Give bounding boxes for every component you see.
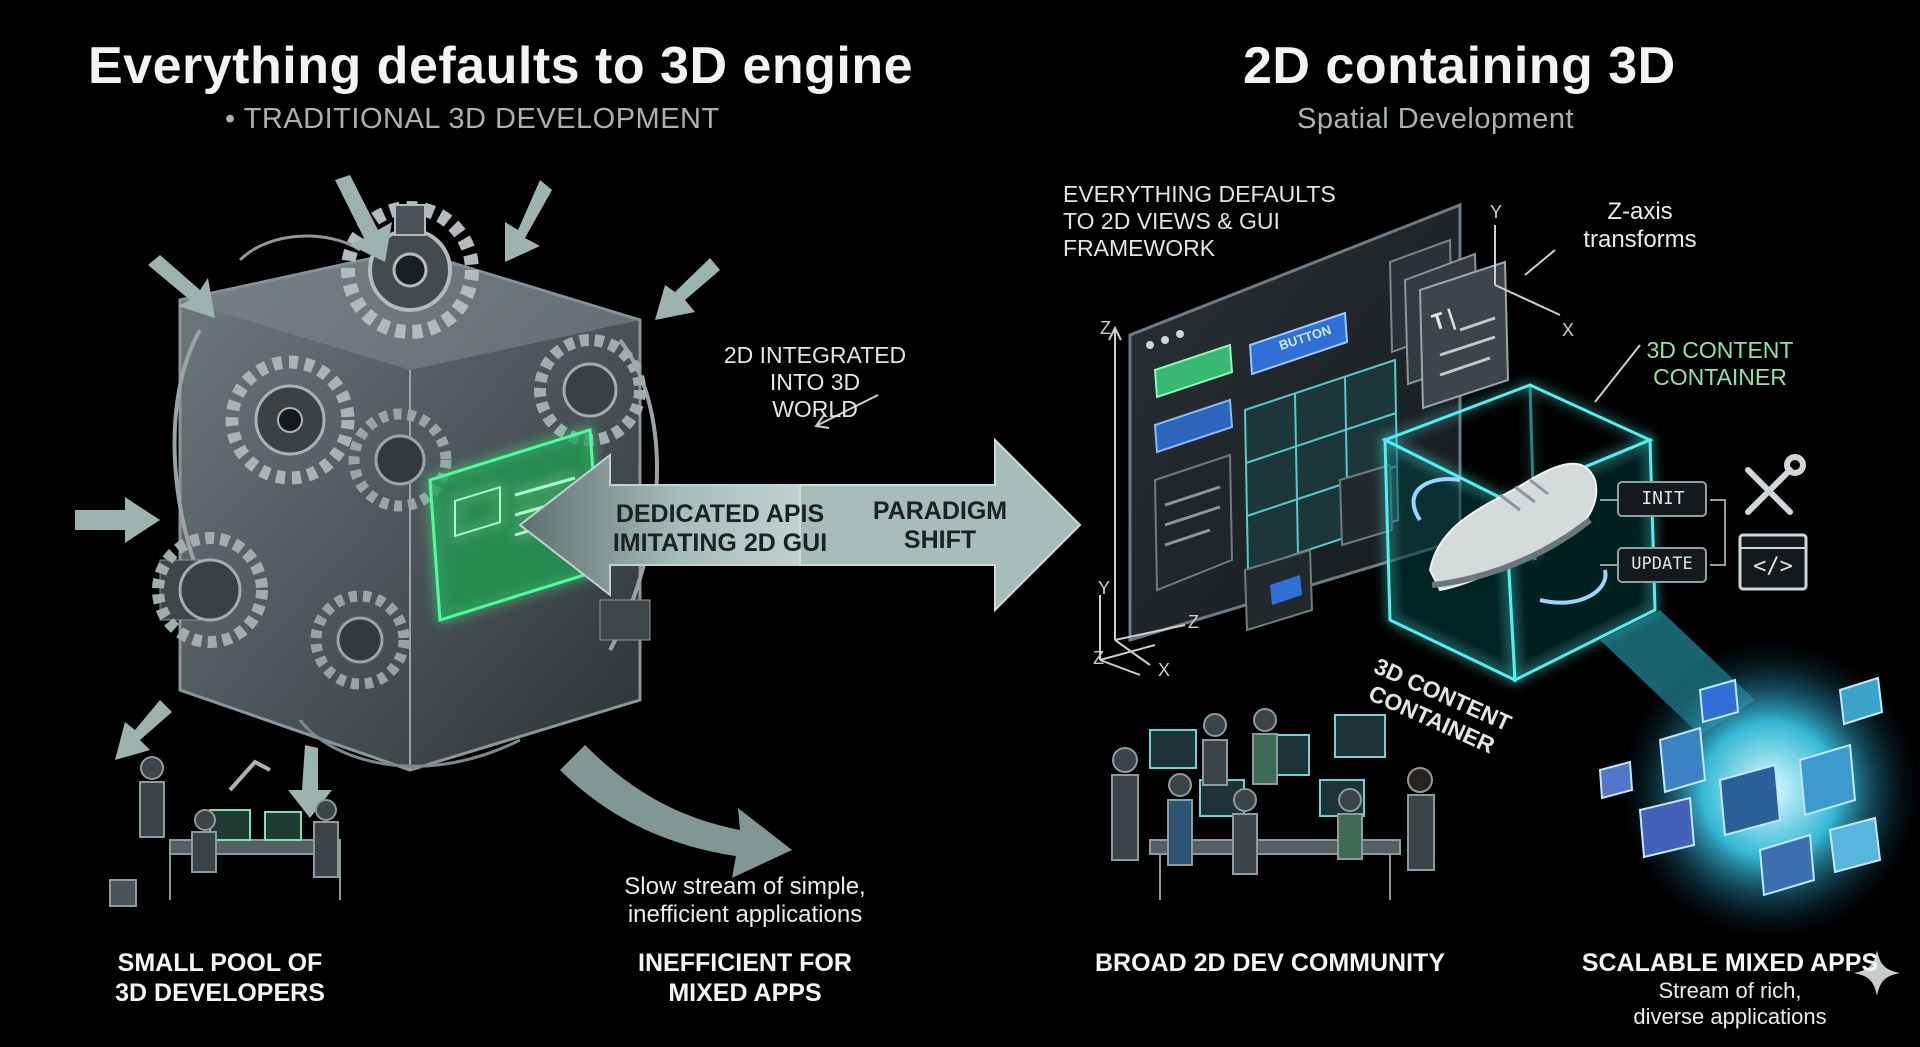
right-subtitle: Spatial Development bbox=[1297, 103, 1575, 135]
slow-stream-arrow bbox=[560, 745, 792, 878]
scalable-apps-burst bbox=[1598, 640, 1920, 940]
inefficient-label: INEFFICIENT FOR MIXED APPS bbox=[638, 949, 852, 1007]
tools-icon bbox=[1745, 454, 1806, 515]
right-title: 2D containing 3D bbox=[1243, 37, 1676, 95]
axis-lines bbox=[814, 225, 1641, 676]
z-axis-label: Z-axis transforms bbox=[1583, 198, 1697, 253]
sneaker-model bbox=[1428, 462, 1598, 592]
axis-y-label-2: Y bbox=[1490, 202, 1503, 222]
axis-z-label: Z bbox=[1100, 318, 1111, 338]
axis-x-label-2: X bbox=[1562, 320, 1575, 340]
gear-icon bbox=[341, 201, 479, 339]
axis-y-label: Y bbox=[1098, 578, 1111, 598]
init-box: INIT bbox=[1641, 488, 1685, 509]
3d-container-label: 3D CONTENT CONTAINER bbox=[1646, 337, 1794, 390]
dedicated-apis-label: DEDICATED APIs IMITATING 2D GUI bbox=[612, 500, 828, 557]
gear-icon bbox=[152, 532, 268, 648]
rotation-arrow bbox=[1411, 477, 1461, 522]
developer-pool-illustration bbox=[109, 756, 341, 907]
integrated-2d-label: 2D INTEGRATED INTO 3D WORLD bbox=[723, 342, 907, 422]
community-illustration bbox=[1111, 708, 1435, 900]
2d-views-label: EVERYTHING DEFAULTS TO 2D VIEWS & GUI FR… bbox=[1063, 181, 1336, 261]
lifecycle-boxes bbox=[1600, 481, 1726, 583]
paradigm-shift-arrow bbox=[799, 437, 1082, 613]
scalable-caption: Stream of rich, diverse applications bbox=[1633, 978, 1827, 1029]
update-box: UPDATE bbox=[1631, 554, 1693, 574]
incoming-arrows bbox=[75, 175, 720, 818]
slow-stream-caption: Slow stream of simple, inefficient appli… bbox=[624, 873, 866, 928]
gear-icon bbox=[348, 408, 452, 512]
left-title: Everything defaults to 3D engine bbox=[88, 37, 914, 95]
community-label: BROAD 2D DEV COMMUNITY bbox=[1094, 949, 1445, 977]
axis-z-label-2: Z bbox=[1188, 612, 1199, 632]
gear-icon bbox=[225, 355, 355, 485]
axis-z-label-3: Z bbox=[1093, 648, 1104, 668]
axis-x-label: X bbox=[1158, 660, 1171, 680]
left-subtitle: • TRADITIONAL 3D DEVELOPMENT bbox=[225, 103, 720, 135]
sparkle-icon bbox=[1854, 950, 1900, 996]
code-icon bbox=[1738, 533, 1808, 591]
2d-views-window bbox=[1128, 202, 1510, 643]
gear-icon bbox=[310, 590, 410, 690]
paradigm-shift-label: PARADIGM SHIFT bbox=[872, 497, 1008, 554]
scalable-label: SCALABLE MIXED APPS bbox=[1581, 949, 1879, 977]
rotation-arrow bbox=[1539, 569, 1608, 605]
small-pool-label: SMALL POOL OF 3D DEVELOPERS bbox=[115, 949, 325, 1007]
code-icon-glyph: </> bbox=[1753, 554, 1793, 579]
